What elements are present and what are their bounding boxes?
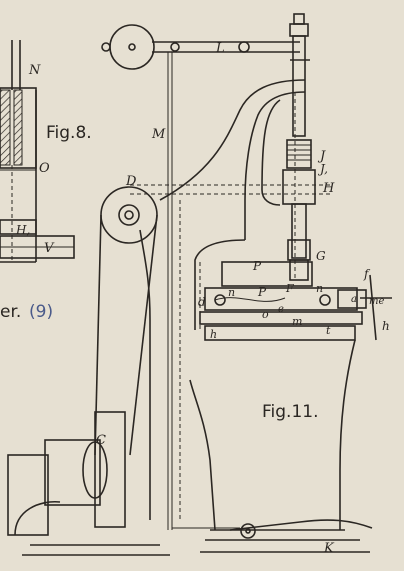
label-P-upper: P <box>252 259 262 273</box>
label-O: O <box>39 161 50 176</box>
label-a: a <box>351 294 357 305</box>
label-e-small: e <box>278 304 284 315</box>
main-frame <box>139 79 370 553</box>
caption-fragment: er. <box>0 302 21 322</box>
motor-C <box>7 411 170 556</box>
label-F: F <box>285 282 294 295</box>
label-K: K <box>323 541 335 556</box>
lever-L <box>152 41 300 53</box>
work-table <box>199 261 392 341</box>
label-n-left: n <box>228 286 235 299</box>
fig11-caption: Fig.11. <box>262 402 319 422</box>
label-me: me <box>369 296 384 307</box>
label-J1: J, <box>317 162 328 176</box>
label-V: V <box>44 241 55 256</box>
label-M: M <box>151 127 166 142</box>
label-h-left: h <box>210 328 217 341</box>
caption-number: (9) <box>29 302 53 322</box>
label-G: G <box>316 249 326 263</box>
label-C: C <box>96 433 106 448</box>
label-J: J <box>317 149 326 164</box>
label-L: L <box>215 41 225 56</box>
belt-lines <box>130 92 330 520</box>
label-N: N <box>28 63 41 78</box>
label-d: d <box>198 295 206 309</box>
label-m: m <box>292 315 302 328</box>
label-o: o <box>262 308 269 321</box>
label-h-right: h <box>382 319 390 333</box>
label-H: H <box>322 181 335 196</box>
rod-M <box>167 52 173 530</box>
fig8-caption: Fig.8. <box>46 123 92 143</box>
fig8-drawing <box>0 40 75 263</box>
label-f: f <box>363 267 371 281</box>
label-n-right: n <box>316 282 323 295</box>
label-t: t <box>326 324 331 337</box>
pedal-K <box>172 519 373 539</box>
top-pulley <box>101 24 155 70</box>
label-H-left: H, <box>15 223 30 237</box>
pulley-D <box>94 186 158 456</box>
label-D: D <box>125 174 137 189</box>
spindle <box>282 13 316 281</box>
label-P-lower: P <box>257 285 267 299</box>
